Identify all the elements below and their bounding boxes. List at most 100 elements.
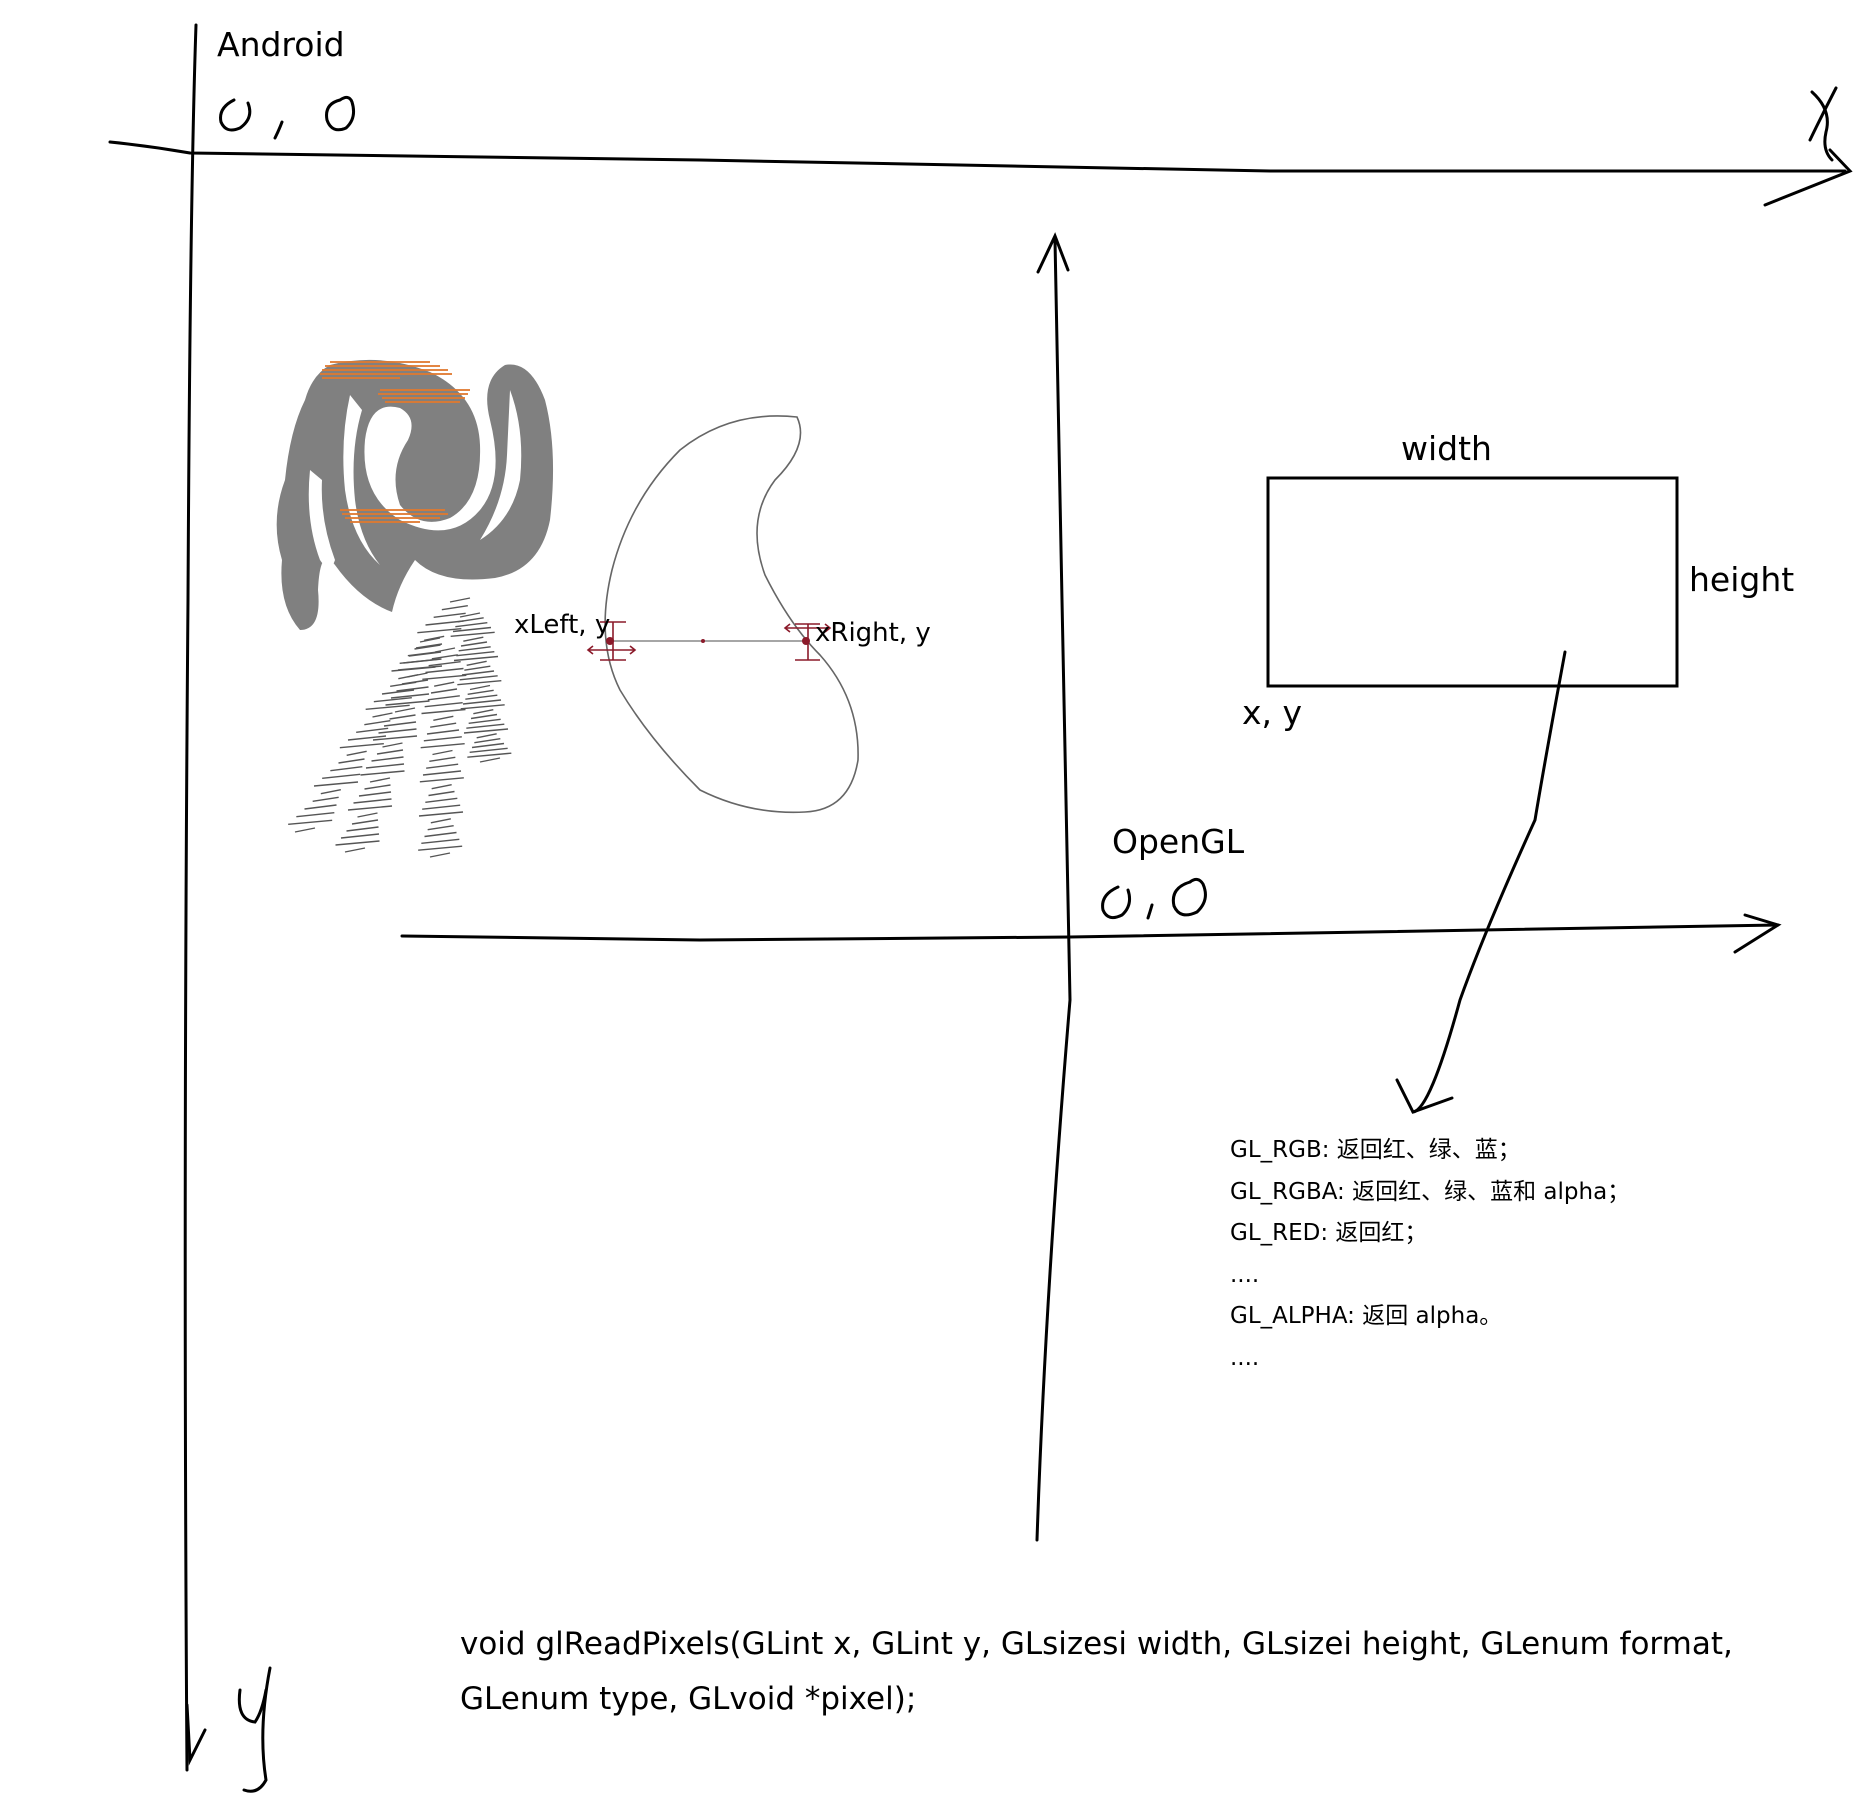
hatch-stroke <box>403 658 442 664</box>
hatch-stroke <box>469 747 508 754</box>
hatch-stroke <box>304 804 337 810</box>
hatch-stroke <box>432 749 453 756</box>
xleft-label: xLeft, y <box>514 610 611 640</box>
hatch-stroke <box>296 811 335 818</box>
opengl-y-axis <box>1035 238 1072 1542</box>
xright-label: xRight, y <box>815 618 931 648</box>
hatched-shape <box>288 597 512 858</box>
hatch-stroke <box>382 742 403 748</box>
scanline <box>586 621 832 661</box>
hatch-stroke <box>390 693 430 699</box>
hatch-stroke <box>422 674 467 681</box>
hatch-stroke <box>421 708 466 715</box>
hatch-stroke <box>474 737 501 744</box>
hatch-stroke <box>465 694 498 700</box>
hatch-stroke <box>371 756 404 762</box>
hatch-stroke <box>450 631 495 638</box>
hatch-stroke <box>428 660 461 667</box>
width-label: width <box>1401 429 1492 468</box>
hatch-stroke <box>365 704 410 711</box>
hatch-stroke <box>433 715 454 722</box>
opengl-y-arrowhead <box>1036 232 1070 274</box>
hatch-stroke <box>418 811 464 817</box>
hatch-stroke <box>372 735 418 741</box>
hatch-stroke <box>427 824 454 831</box>
hatch-stroke <box>360 770 405 776</box>
android-x-axis <box>108 140 1847 173</box>
y-letter-icon <box>237 1666 272 1793</box>
signature-line-2: GLenum type, GLvoid *pixel); <box>460 1681 917 1717</box>
hatch-stroke <box>422 770 462 776</box>
hatch-stroke <box>471 742 505 749</box>
hatch-stroke <box>466 660 487 667</box>
hatch-stroke <box>401 679 429 685</box>
hatch-stroke <box>358 791 392 797</box>
android-label: Android <box>217 25 345 64</box>
hatch-stroke <box>320 788 341 795</box>
hatch-stroke <box>441 604 468 611</box>
hatch-stroke <box>340 833 380 839</box>
opengl-origin-scribble <box>1101 877 1207 920</box>
hatch-stroke <box>313 781 359 787</box>
android-origin-scribble <box>219 95 355 140</box>
hatch-stroke <box>434 681 455 687</box>
hatch-stroke <box>378 728 417 734</box>
hatch-stroke <box>429 756 456 763</box>
format-arrow <box>1395 650 1567 1114</box>
opengl-x-arrowhead <box>1733 913 1782 954</box>
hatch-stroke <box>479 757 501 763</box>
format-item: GL_RED: 返回红； <box>1230 1220 1428 1246</box>
hatch-stroke <box>452 626 492 633</box>
hatch-stroke <box>396 686 429 692</box>
hatch-stroke <box>365 763 405 769</box>
hatch-stroke <box>372 712 393 718</box>
gray-spiral-blob <box>276 359 554 630</box>
hatch-stroke <box>476 733 497 739</box>
hatch-stroke <box>460 641 488 647</box>
hatch-stroke <box>430 688 458 694</box>
hatch-stroke <box>463 728 509 734</box>
hatch-stroke <box>456 650 495 657</box>
hatch-stroke <box>462 699 502 705</box>
opengl-x-axis <box>400 923 1780 942</box>
hatch-stroke <box>322 773 361 780</box>
hatch-stroke <box>376 749 404 755</box>
hatch-stroke <box>433 612 466 619</box>
hatch-stroke <box>473 708 494 715</box>
hatch-stroke <box>385 700 430 706</box>
hatch-stroke <box>418 845 463 851</box>
hatch-stroke <box>424 831 457 838</box>
hatch-stroke <box>431 654 458 660</box>
hatch-stroke <box>351 819 379 825</box>
opengl-axes <box>400 232 1782 1542</box>
hatch-stroke <box>424 701 463 708</box>
hatch-stroke <box>422 804 461 810</box>
format-item: GL_RGB: 返回红、绿、蓝； <box>1230 1137 1521 1163</box>
hatch-stroke <box>467 752 512 758</box>
hatch-stroke <box>459 612 481 618</box>
hatch-stroke <box>467 689 494 696</box>
hatch-stroke <box>430 818 451 824</box>
android-y-arrowhead <box>185 1703 207 1766</box>
hatch-stroke <box>419 777 464 783</box>
hatch-stroke <box>335 840 380 846</box>
hatch-stroke <box>434 647 456 653</box>
hatch-stroke <box>417 627 462 634</box>
hatch-stroke <box>364 784 391 790</box>
hatch-stroke <box>397 665 443 671</box>
hatch-stroke <box>453 655 499 662</box>
hatch-stroke <box>356 727 389 734</box>
x-letter-icon <box>1808 86 1838 162</box>
android-axes <box>108 23 1853 1772</box>
hatch-stroke <box>431 783 452 790</box>
hatch-stroke <box>408 651 442 657</box>
hatch-stroke <box>364 719 391 726</box>
hatch-stroke <box>424 635 445 642</box>
scanline-mid-point <box>701 639 705 643</box>
hatch-stroke <box>414 644 441 650</box>
hatch-stroke <box>288 819 333 826</box>
hatch-stroke <box>461 670 495 676</box>
hatch-stroke <box>429 852 451 858</box>
hatch-stroke <box>457 679 502 686</box>
